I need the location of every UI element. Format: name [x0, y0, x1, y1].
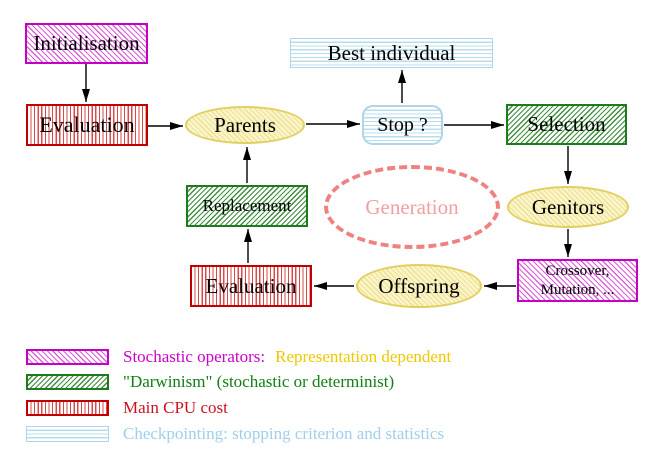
node-genitors: Genitors: [507, 186, 629, 228]
legend-label-checkpointing: Checkpointing: stopping criterion and st…: [123, 424, 445, 443]
crossover-line1: Crossover,: [545, 262, 610, 279]
node-initialisation: Initialisation: [25, 23, 148, 64]
legend-swatch-checkpointing: [26, 426, 109, 442]
node-evaluation-top: Evaluation: [26, 104, 148, 146]
legend-label-main-cpu-cost: Main CPU cost: [123, 398, 228, 417]
node-parents: Parents: [185, 106, 305, 144]
legend-row-darwinism: "Darwinism" (stochastic or determinist): [26, 372, 394, 392]
node-replacement: Replacement: [186, 185, 308, 227]
legend-label-representation-dependent: Representation dependent: [275, 347, 452, 366]
crossover-line2: Mutation, ...: [540, 281, 615, 298]
legend-swatch-stochastic-operators: [26, 349, 109, 365]
legend-swatch-darwinism: [26, 374, 109, 390]
legend-row-main-cpu-cost: Main CPU cost: [26, 398, 228, 418]
node-evaluation-bottom: Evaluation: [190, 265, 312, 307]
node-offspring: Offspring: [356, 264, 482, 308]
generation-loop-ellipse: Generation: [324, 165, 500, 249]
legend-label-stochastic-operators: Stochastic operators:: [123, 347, 266, 366]
legend-row-checkpointing: Checkpointing: stopping criterion and st…: [26, 424, 444, 444]
node-best-individual: Best individual: [290, 38, 493, 68]
legend-label-darwinism: "Darwinism" (stochastic or determinist): [123, 372, 395, 391]
node-stop: Stop ?: [362, 105, 443, 145]
legend-swatch-main-cpu-cost: [26, 400, 109, 416]
legend-row-stochastic-operators: Stochastic operators: Representation dep…: [26, 347, 451, 367]
node-crossover-mutation: Crossover, Mutation, ...: [517, 259, 638, 302]
node-selection: Selection: [506, 104, 627, 145]
